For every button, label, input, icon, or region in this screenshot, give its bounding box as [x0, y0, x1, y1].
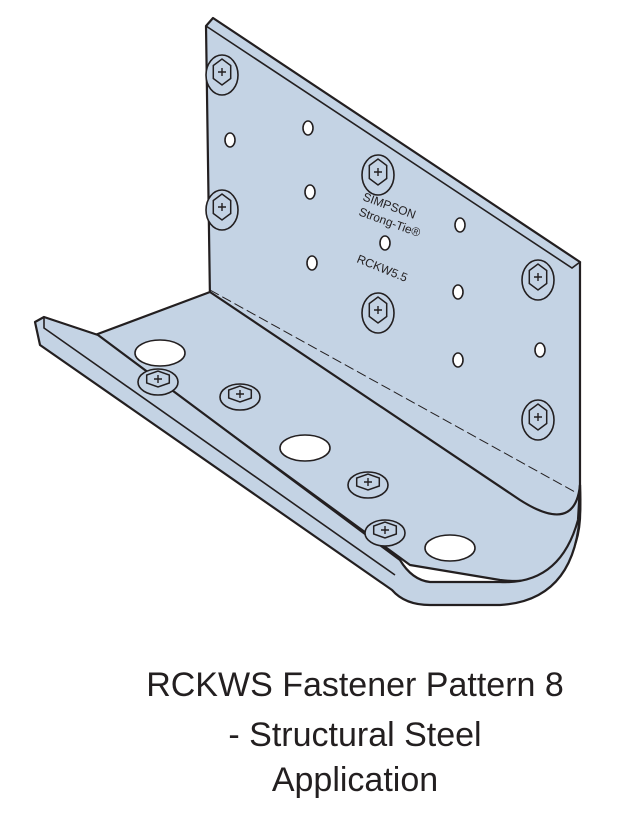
hex-bolts: [137, 54, 555, 547]
hex-bolt-icon: [347, 471, 389, 499]
caption-line-2: - Structural Steel: [228, 716, 482, 754]
large-holes: [134, 339, 476, 562]
hex-bolt-icon: [521, 259, 555, 301]
hex-bolt-icon: [205, 54, 239, 96]
hex-bolt-icon: [205, 189, 239, 231]
hex-bolt-icon: [521, 399, 555, 441]
caption-line-1: RCKWS Fastener Pattern 8: [146, 666, 564, 704]
front-lip: [33, 315, 582, 607]
caption-line-3: Application: [271, 761, 439, 799]
hex-bolt-icon: [364, 519, 406, 547]
hex-bolt-icon: [219, 383, 261, 411]
small-holes: [224, 120, 546, 368]
hex-bolt-icon: [361, 292, 395, 334]
hex-bolt-icon: [137, 368, 179, 396]
hex-bolt-icon: [361, 154, 395, 196]
